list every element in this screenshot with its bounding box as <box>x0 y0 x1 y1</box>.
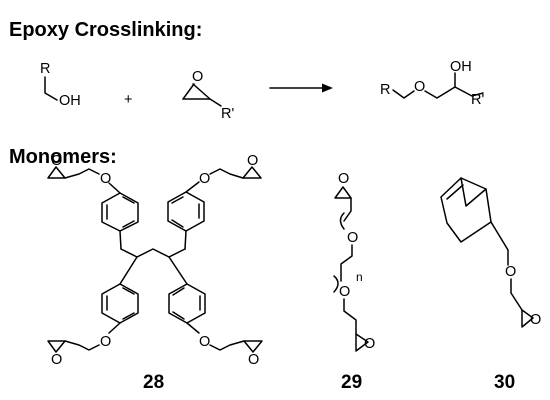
m30-epoxide-oxygen: O <box>530 312 541 328</box>
monomer-29-label: 29 <box>341 372 362 393</box>
product-oh-label: OH <box>450 59 472 75</box>
product-r-prime-label: R' <box>471 92 484 108</box>
m28-epoxide-oxygen-3: O <box>51 352 62 368</box>
m29-bracket-open <box>339 212 345 230</box>
alcohol-reactant: R OH <box>40 61 81 109</box>
epoxide-ring-bond-a <box>182 83 211 100</box>
monomer-28-structure: O O O O O O O O <box>47 153 263 368</box>
monomer-28-label: 28 <box>143 372 164 393</box>
m29-epoxide-oxygen-top: O <box>338 171 349 187</box>
m28-epoxide-oxygen-1: O <box>51 153 62 169</box>
reaction-arrow <box>269 83 333 93</box>
m28-ether-oxygen-4: O <box>199 334 210 350</box>
m28-ether-oxygen-1: O <box>100 171 111 187</box>
m29-chain-oxygen-2: O <box>339 284 350 300</box>
monomer-29-structure: O O O n O <box>333 171 375 352</box>
reaction-heading: Epoxy Crosslinking: <box>9 19 202 41</box>
alcohol-r-label: R <box>40 61 50 77</box>
m29-bracket-close <box>333 275 339 293</box>
m28-epoxide-oxygen-4: O <box>248 352 259 368</box>
m30-ether-oxygen: O <box>505 264 516 280</box>
m30-bicyclic-ring <box>440 177 492 243</box>
m28-epoxide-oxygen-2: O <box>247 153 258 169</box>
monomer-30-label: 30 <box>494 372 515 393</box>
ether-alcohol-product: R O OH R' <box>380 59 484 108</box>
product-bonds-left <box>392 89 415 99</box>
alcohol-oh-label: OH <box>59 93 81 109</box>
alcohol-bonds <box>44 76 58 101</box>
product-ether-oxygen: O <box>414 79 425 95</box>
m29-epoxide-oxygen-bottom: O <box>364 336 375 352</box>
m30-bridge <box>460 177 487 207</box>
epoxide-reactant: O R' <box>182 69 234 122</box>
product-r-label: R <box>380 82 390 98</box>
m28-ether-oxygen-3: O <box>100 334 111 350</box>
m29-chain-oxygen-1: O <box>347 230 358 246</box>
m28-ether-oxygen-2: O <box>199 171 210 187</box>
plus-sign: + <box>124 92 132 108</box>
epoxide-oxygen-label: O <box>192 69 203 85</box>
monomers-heading: Monomers: <box>9 146 117 168</box>
m29-repeat-n: n <box>356 270 363 284</box>
epoxide-r-prime-label: R' <box>221 106 234 122</box>
epoxide-ring-bond-b <box>182 83 195 100</box>
monomer-30-structure: O O <box>440 177 541 328</box>
m28-core-bonds <box>120 248 186 258</box>
epoxide-r-bond <box>209 98 222 107</box>
